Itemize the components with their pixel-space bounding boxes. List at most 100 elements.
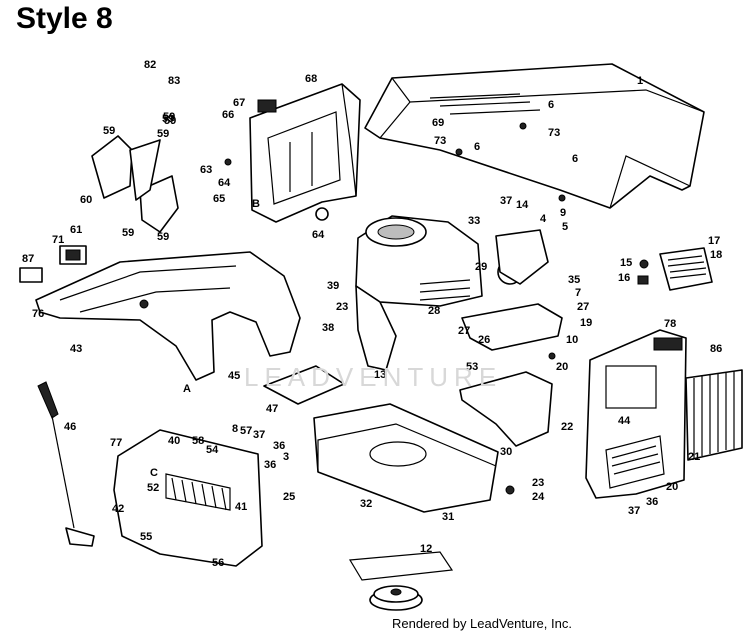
callout-c37a: 37 (253, 429, 265, 441)
callout-c60: 60 (80, 194, 92, 206)
callout-c30: 30 (500, 446, 512, 458)
callout-c64a: 64 (218, 177, 231, 189)
deflector-part (355, 285, 397, 371)
callout-c29: 29 (475, 261, 487, 273)
callout-c10: 10 (566, 334, 578, 346)
callout-c59b: 59 (157, 128, 169, 140)
callout-c59e: 59 (122, 227, 134, 239)
callout-c9: 9 (560, 207, 566, 219)
callout-c18: 18 (710, 249, 722, 261)
callout-c83: 83 (168, 75, 180, 87)
callout-c25: 25 (283, 491, 295, 503)
callout-c43: 43 (70, 343, 82, 355)
callout-c33: 33 (468, 215, 480, 227)
callout-c67: 67 (233, 97, 245, 109)
callout-c61: 61 (70, 224, 82, 236)
engine-part (355, 215, 549, 307)
callout-c24: 24 (532, 491, 545, 503)
footrest-part (35, 251, 301, 381)
callout-c36a: 36 (273, 440, 285, 452)
callout-c19: 19 (580, 317, 592, 329)
callout-c42: 42 (112, 503, 124, 515)
dash-panel-part (249, 83, 361, 223)
callout-c59c: 59 (164, 115, 176, 127)
callout-c82: 82 (144, 59, 156, 71)
callout-c31: 31 (442, 511, 454, 523)
callout-c27a: 27 (458, 325, 470, 337)
callout-c57: 57 (240, 425, 252, 437)
callout-c59a: 59 (103, 125, 115, 137)
callout-c73b: 73 (434, 135, 446, 147)
hood-part (364, 63, 705, 209)
callout-cC: C (150, 467, 158, 479)
callout-labels: 1345666789101213141516171819202021222323… (22, 59, 722, 569)
callout-c41: 41 (235, 501, 247, 513)
callout-c14: 14 (516, 199, 529, 211)
callout-c8: 8 (232, 423, 238, 435)
screen-part (685, 369, 743, 461)
callout-c53: 53 (466, 361, 478, 373)
callout-c32: 32 (360, 498, 372, 510)
callout-c77: 77 (110, 437, 122, 449)
callout-c26: 26 (478, 334, 490, 346)
callout-cA: A (183, 383, 191, 395)
callout-c86: 86 (710, 343, 722, 355)
callout-c36b: 36 (264, 459, 276, 471)
side-panel-part (113, 429, 263, 567)
callout-c78: 78 (664, 318, 676, 330)
callout-cB: B (252, 198, 260, 210)
callout-c38: 38 (322, 322, 334, 334)
callout-c5: 5 (562, 221, 568, 233)
callout-c36c: 36 (646, 496, 658, 508)
callout-c47: 47 (266, 403, 278, 415)
callout-c65: 65 (213, 193, 225, 205)
engine-plate-part (461, 303, 563, 351)
callout-c68: 68 (305, 73, 317, 85)
callout-c4: 4 (540, 213, 547, 225)
callout-c46: 46 (64, 421, 76, 433)
credit-text: Rendered by LeadVenture, Inc. (392, 616, 572, 631)
callout-c6c: 6 (572, 153, 578, 165)
callout-c56: 56 (212, 557, 224, 569)
callout-c37c: 37 (628, 505, 640, 517)
callout-c13: 13 (374, 369, 386, 381)
callout-c64b: 64 (312, 229, 325, 241)
battery-part (19, 245, 87, 283)
callout-c16: 16 (618, 272, 630, 284)
switch-part (257, 99, 277, 113)
callout-c58: 58 (192, 435, 204, 447)
callout-c63: 63 (200, 164, 212, 176)
callout-c37b: 37 (500, 195, 512, 207)
callout-c15: 15 (620, 257, 632, 269)
callout-c17: 17 (708, 235, 720, 247)
watermark: LEADVENTURE (244, 362, 503, 392)
callout-c54: 54 (206, 444, 219, 456)
callout-c3: 3 (283, 451, 289, 463)
plate-part (263, 365, 345, 405)
callout-c69: 69 (432, 117, 444, 129)
callout-c23b: 23 (532, 477, 544, 489)
callout-c39: 39 (327, 280, 339, 292)
callout-c22: 22 (561, 421, 573, 433)
callout-c73a: 73 (548, 127, 560, 139)
callout-c59d: 59 (163, 111, 175, 123)
callout-c23a: 23 (336, 301, 348, 313)
frame-part (313, 403, 499, 513)
callout-c27b: 27 (577, 301, 589, 313)
callout-c6b: 6 (474, 141, 480, 153)
callout-c12: 12 (420, 543, 432, 555)
callout-c59f: 59 (157, 231, 169, 243)
diagram-title: Style 8 (16, 2, 113, 35)
hardware-parts (224, 122, 649, 495)
headlight-part (659, 247, 713, 291)
callout-c21: 21 (688, 451, 700, 463)
callout-c20b: 20 (666, 481, 678, 493)
callout-c71: 71 (52, 234, 64, 246)
pulley-part (348, 551, 454, 611)
callout-c87: 87 (22, 253, 34, 265)
lever-part (37, 381, 95, 547)
callout-c66: 66 (222, 109, 234, 121)
callout-c35: 35 (568, 274, 580, 286)
callout-c7: 7 (575, 287, 581, 299)
